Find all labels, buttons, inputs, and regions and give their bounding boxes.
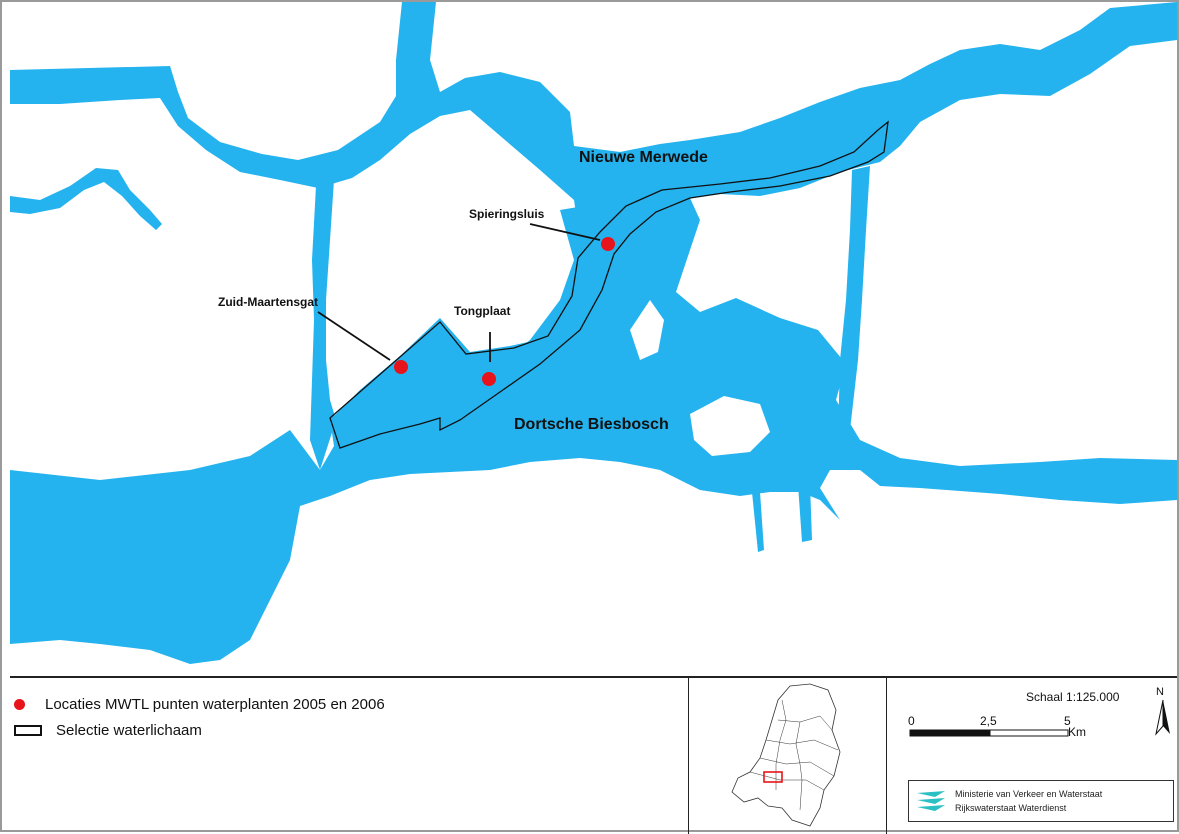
- scale-unit: Km: [1068, 725, 1086, 739]
- label-tongplaat: Tongplaat: [454, 304, 510, 318]
- ministry-logo-block: Ministerie van Verkeer en Waterstaat Rij…: [908, 780, 1174, 822]
- scale-tick-2: 5: [1064, 714, 1071, 728]
- water-bodies: [10, 2, 1177, 664]
- legend-divider: [886, 678, 887, 834]
- scale-tick-1: 2,5: [980, 714, 997, 728]
- map-point-tongplaat[interactable]: [482, 372, 496, 386]
- legend-panel: [10, 676, 1177, 834]
- ministry-line-1: Ministerie van Verkeer en Waterstaat: [955, 789, 1103, 799]
- legend-item-points: Locaties MWTL punten waterplanten 2005 e…: [14, 696, 385, 713]
- outline-rectangle-icon: [14, 725, 42, 736]
- label-zuid-maartensgat: Zuid-Maartensgat: [218, 295, 318, 309]
- scale-tick-0: 0: [908, 714, 915, 728]
- overview-map-netherlands: [731, 683, 841, 827]
- selection-waterbody-outline: [329, 120, 889, 449]
- label-nieuwe-merwede: Nieuwe Merwede: [579, 149, 708, 166]
- legend-points-label: Locaties MWTL punten waterplanten 2005 e…: [45, 696, 385, 713]
- scale-bar: [909, 729, 1069, 737]
- legend-divider: [688, 678, 689, 834]
- leader-line-zuid-maartensgat: [317, 311, 391, 361]
- legend-selection-label: Selectie waterlichaam: [56, 722, 202, 739]
- overview-location-box: [763, 771, 783, 783]
- label-spieringsluis: Spieringsluis: [469, 207, 545, 221]
- map-canvas: Nieuwe Merwede Dortsche Biesbosch Spieri…: [10, 2, 1177, 676]
- ministry-line-2: Rijkswaterstaat Waterdienst: [955, 803, 1067, 813]
- map-point-spieringsluis[interactable]: [601, 237, 615, 251]
- leader-line-spieringsluis: [529, 223, 601, 241]
- scale-title: Schaal 1:125.000: [1026, 690, 1120, 704]
- legend-item-selection: Selectie waterlichaam: [14, 722, 202, 739]
- red-dot-icon: [14, 699, 25, 710]
- north-label: N: [1156, 686, 1164, 698]
- rijkswaterstaat-logo-icon: [917, 791, 945, 811]
- north-arrow-icon: [1155, 699, 1170, 736]
- label-dortsche-biesbosch: Dortsche Biesbosch: [514, 416, 669, 433]
- map-point-zuid-maartensgat[interactable]: [394, 360, 408, 374]
